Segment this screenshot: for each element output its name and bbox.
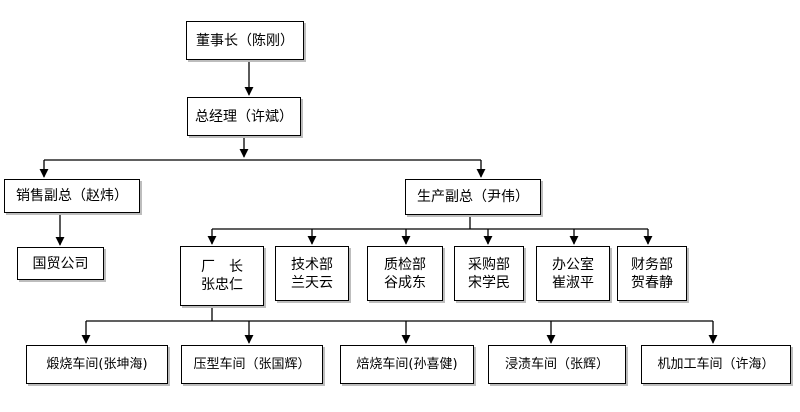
node-qc-dept-title: 质检部 (384, 256, 426, 273)
node-workshop-forging-label: 煅烧车间(张坤海) (46, 356, 148, 372)
node-factory-director-title: 厂 长 (201, 259, 243, 275)
node-workshop-impregnation-label: 浸渍车间（张辉） (504, 356, 609, 372)
node-purchasing-dept: 采购部 宋学民 (454, 246, 524, 301)
node-tech-dept: 技术部 兰天云 (275, 246, 349, 301)
node-vp-sales: 销售副总（赵炜） (4, 179, 140, 213)
node-purchasing-dept-title: 采购部 (468, 256, 510, 273)
node-workshop-machining-label: 机加工车间（许海） (657, 356, 775, 372)
node-qc-dept-name: 谷成东 (384, 274, 426, 291)
node-vp-production-label: 生产副总（尹伟） (417, 189, 529, 205)
node-factory-director-name: 张忠仁 (201, 277, 243, 293)
node-office-title: 办公室 (552, 256, 594, 273)
node-vp-production: 生产副总（尹伟） (405, 179, 541, 215)
node-purchasing-dept-name: 宋学民 (468, 274, 510, 291)
node-workshop-pressing-label: 压型车间（张国辉） (193, 356, 311, 372)
node-workshop-roasting-label: 焙烧车间(孙喜健) (356, 356, 458, 372)
node-workshop-impregnation: 浸渍车间（张辉） (488, 345, 626, 384)
node-workshop-pressing: 压型车间（张国辉） (181, 345, 323, 384)
node-tech-dept-title: 技术部 (291, 256, 333, 273)
node-office-name: 崔淑平 (552, 274, 594, 291)
node-finance-dept-name: 贺春静 (631, 274, 673, 291)
node-finance-dept-title: 财务部 (631, 256, 673, 273)
node-qc-dept: 质检部 谷成东 (367, 246, 443, 301)
node-trade-company: 国贸公司 (17, 247, 104, 280)
node-trade-company-label: 国贸公司 (32, 255, 89, 272)
node-office: 办公室 崔淑平 (536, 246, 610, 301)
node-finance-dept: 财务部 贺春静 (617, 246, 687, 301)
node-workshop-machining: 机加工车间（许海） (641, 345, 791, 384)
node-factory-director: 厂 长 张忠仁 (180, 246, 264, 306)
node-general-manager-label: 总经理（许斌） (195, 108, 293, 125)
node-chairman: 董事长（陈刚） (186, 21, 304, 60)
node-vp-sales-label: 销售副总（赵炜） (16, 188, 128, 204)
node-workshop-forging: 煅烧车间(张坤海) (26, 345, 168, 384)
node-tech-dept-name: 兰天云 (291, 274, 333, 291)
node-workshop-roasting: 焙烧车间(孙喜健) (340, 345, 474, 384)
node-chairman-label: 董事长（陈刚） (196, 32, 294, 49)
node-general-manager: 总经理（许斌） (187, 97, 301, 136)
